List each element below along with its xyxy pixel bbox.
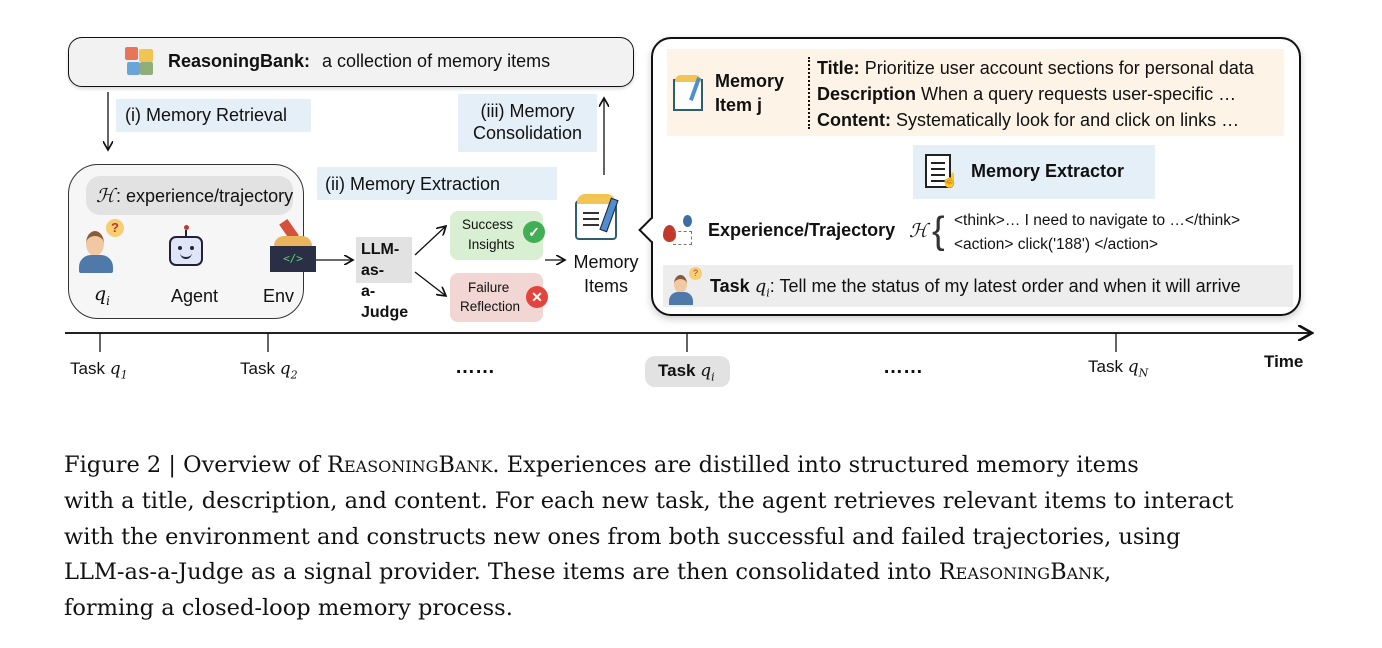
memory-content-field: Content: Systematically look for and cli… [817, 110, 1240, 130]
judge-failure-arrow [414, 271, 446, 296]
memory-item-divider [808, 57, 810, 129]
reasoningbank-subtitle: a collection of memory items [322, 51, 551, 71]
env-icon: </> [270, 218, 316, 272]
caption-line-2: with a title, description, and content. … [64, 488, 1234, 514]
llm-judge-box: LLM-as- a-Judge [356, 237, 412, 321]
cross-icon: ✕ [526, 286, 548, 308]
ellipsis-2: …… [883, 356, 923, 378]
reasoningbank-title: ReasoningBank: [168, 51, 311, 71]
task-text: Task qi: Tell me the status of my latest… [710, 276, 1241, 300]
think-step: <think>… I need to navigate to …</think> [954, 212, 1241, 229]
memory-notebook-icon [575, 192, 621, 242]
ellipsis-1: …… [455, 356, 495, 378]
hand-pointer-icon: ☝ [941, 172, 959, 188]
memory-description-field: Description When a query requests user-s… [817, 84, 1237, 104]
memory-item-fields: Title: Prioritize user account sections … [817, 55, 1254, 133]
reasoningbank-box: ReasoningBank: a collection of memory it… [68, 37, 634, 87]
env-label: Env [263, 286, 295, 306]
task-n-label: Task qN [1088, 357, 1149, 380]
memory-item-label: Memory Item j [715, 71, 785, 115]
memory-consolidation-label: (iii) Memory Consolidation [458, 94, 597, 152]
caption-line-3: with the environment and constructs new … [64, 524, 1181, 550]
task-2-label: Task q2 [240, 359, 298, 382]
trajectory-steps: <think>… I need to navigate to …</think>… [954, 209, 1240, 257]
current-task-pill: Task qi [645, 356, 730, 387]
judge-success-arrow [414, 226, 446, 256]
query-label: qi [94, 283, 111, 308]
question-bubble-icon: ? [106, 219, 124, 237]
user-icon: ? [79, 219, 124, 275]
trajectory-symbol: ℋ [909, 220, 928, 242]
extractor-document-icon: ☝ [925, 154, 958, 188]
trajectory-map-icon [663, 215, 695, 251]
memory-retrieval-label: (i) Memory Retrieval [116, 99, 311, 132]
action-step: <action> click('188') </action> [954, 236, 1159, 253]
experience-box: ℋ : experience/trajectory ? qi Agent </>… [68, 164, 316, 319]
user-icon: ? [669, 267, 705, 307]
failure-reflection-box: Failure Reflection ✕ [450, 273, 548, 322]
success-insights-box: Success Insights ✓ [450, 211, 545, 260]
time-axis-label: Time [1264, 352, 1304, 371]
robot-icon [166, 225, 206, 273]
caption-line-4: LLM-as-a-Judge as a signal provider. The… [64, 559, 1112, 585]
memory-items-label: Memory Items [573, 252, 639, 296]
caption-line-1: Figure 2 | Overview of ReasoningBank. Ex… [64, 452, 1139, 478]
memory-title-field: Title: Prioritize user account sections … [817, 58, 1254, 78]
memory-item-icon [673, 75, 705, 111]
task-row: ? Task qi: Tell me the status of my late… [663, 265, 1293, 307]
memory-extraction-label: (ii) Memory Extraction [317, 167, 557, 200]
task-1-label: Task q1 [70, 359, 128, 382]
memory-item-card: Memory Item j Title: Prioritize user acc… [667, 49, 1284, 136]
caption-line-5: forming a closed-loop memory process. [64, 595, 513, 621]
memory-detail-callout: Memory Item j Title: Prioritize user acc… [638, 37, 1301, 316]
experience-header: ℋ : experience/trajectory [86, 176, 293, 215]
trajectory-brace: { [932, 210, 945, 252]
trajectory-label: Experience/Trajectory [708, 220, 896, 240]
check-icon: ✓ [523, 221, 545, 243]
agent-label: Agent [171, 286, 219, 306]
puzzle-icon [125, 47, 155, 77]
memory-extractor-box: ☝ Memory Extractor [913, 145, 1155, 199]
